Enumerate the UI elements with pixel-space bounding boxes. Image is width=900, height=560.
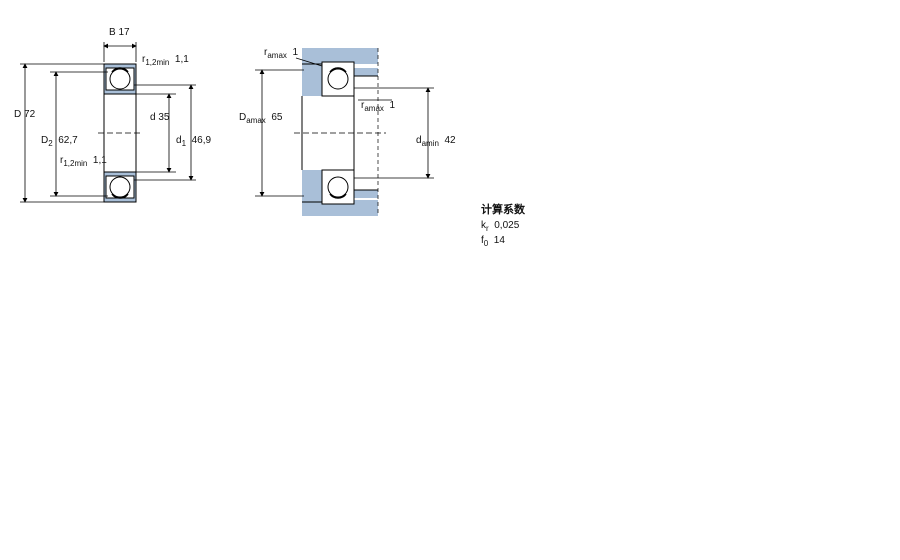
label-da: damin 42 xyxy=(416,135,456,148)
label-ra-top: ramax 1 xyxy=(264,47,299,60)
label-r12-bottom: r1,2min 1,1 xyxy=(60,155,107,168)
label-D2: D2 62,7 xyxy=(41,135,78,148)
label-D: D 72 xyxy=(14,109,36,120)
label-ra-inner: ramax 1 xyxy=(361,100,396,113)
label-B: B 17 xyxy=(109,27,130,38)
label-d1: d1 46,9 xyxy=(176,135,212,148)
label-Da: Damax 65 xyxy=(239,112,283,125)
calc-f0: f0 14 xyxy=(481,235,505,248)
calc-kr: kr 0,025 xyxy=(481,220,520,233)
bearing-section-left xyxy=(98,63,142,203)
bearing-dimension-lines xyxy=(20,42,196,203)
calc-factors-title: 计算系数 xyxy=(481,204,525,216)
label-d: d 35 xyxy=(150,112,170,123)
mounting-dimension-lines xyxy=(255,57,434,197)
mounting-section-right xyxy=(294,48,386,216)
label-r12-top: r1,2min 1,1 xyxy=(142,54,189,67)
